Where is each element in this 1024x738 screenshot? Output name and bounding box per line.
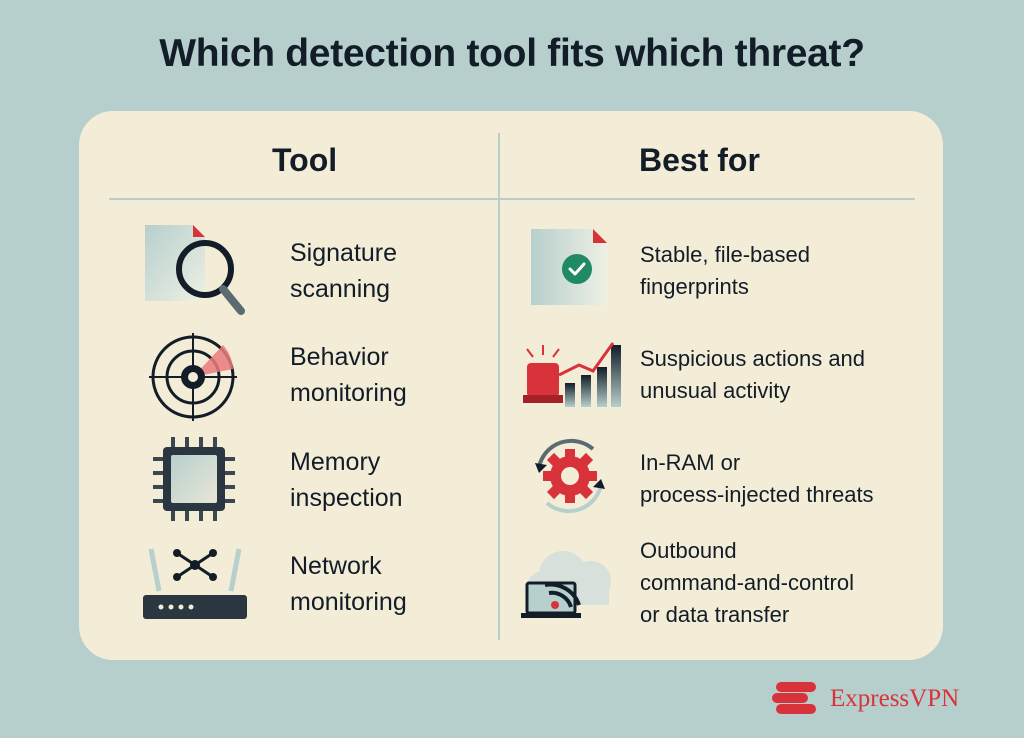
network-router-icon: [139, 543, 251, 623]
magnifier-document-icon: [141, 221, 251, 321]
column-divider: [498, 133, 500, 640]
memory-chip-icon: [149, 433, 241, 525]
cloud-laptop-wifi-icon: [519, 535, 619, 625]
column-header-tool: Tool: [272, 142, 338, 178]
page-title: Which detection tool fits which threat?: [159, 32, 865, 75]
refresh-gear-icon: [527, 433, 613, 519]
brand-name: ExpressVPN: [830, 685, 960, 712]
column-header-best-for: Best for: [639, 142, 760, 178]
expressvpn-logo-icon: [770, 680, 820, 721]
brand-logo: ExpressVPN: [770, 678, 970, 718]
alarm-chart-icon: [519, 339, 623, 409]
header-divider: [109, 198, 915, 200]
verified-document-icon: [527, 225, 617, 309]
radar-target-icon: [147, 329, 243, 425]
